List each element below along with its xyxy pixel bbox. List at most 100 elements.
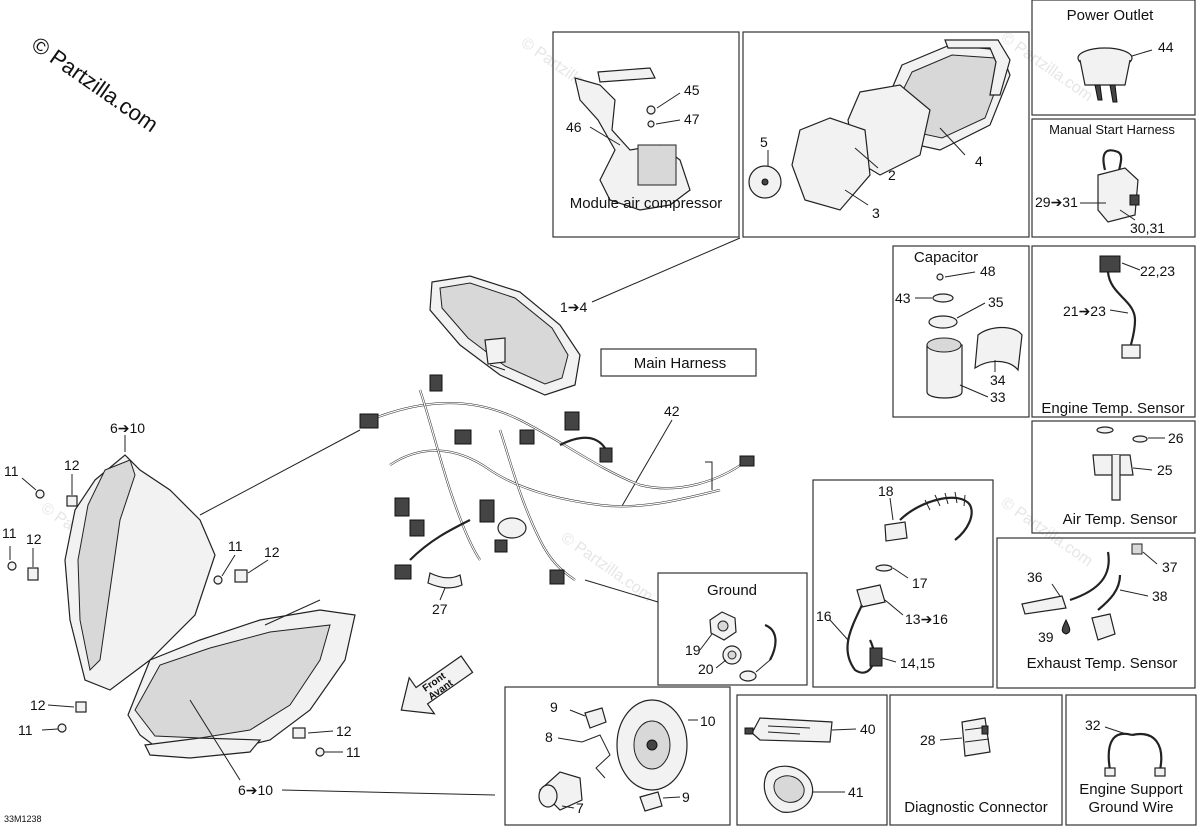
callout-38: 38	[1152, 588, 1168, 604]
box-frame	[736, 694, 888, 826]
callout-10: 10	[700, 713, 716, 729]
callout-12-b: 12	[26, 531, 42, 547]
screw-icon	[646, 105, 656, 115]
right-headlamp-lens-icon	[134, 624, 331, 739]
callout-18: 18	[878, 483, 894, 499]
box-frame	[812, 479, 994, 688]
callout-29-31: 29➔31	[1035, 194, 1078, 210]
screw-icon	[7, 561, 17, 571]
callout-48: 48	[980, 263, 996, 279]
callout-6-10-top: 6➔10	[110, 420, 145, 436]
box-title-ground-wire-line1: Engine Support	[1079, 781, 1183, 798]
copyright-label: © Partzilla.com	[27, 32, 163, 138]
manual-start-connector-icon	[1097, 167, 1139, 223]
gauge-bezel-icon	[791, 117, 871, 211]
box-grease-clamp: 40 41	[736, 694, 888, 826]
connector-8-icon	[564, 411, 580, 431]
sensor-body-icon	[856, 584, 886, 608]
callout-7: 7	[576, 800, 584, 816]
callout-41: 41	[848, 784, 864, 800]
box-power-outlet: Power Outlet 44	[1031, 0, 1196, 116]
screw-icon	[315, 747, 325, 757]
box-title-diagnostic: Diagnostic Connector	[904, 799, 1047, 816]
screw-icon	[35, 489, 45, 499]
leader-1-4	[591, 237, 741, 303]
ground-wire-icon	[764, 623, 777, 661]
box-frame	[552, 31, 740, 238]
harness-relay-icon	[497, 517, 527, 539]
power-outlet-pins-icon	[1094, 84, 1118, 103]
drop-icon	[1061, 618, 1071, 635]
latch-icon	[981, 725, 989, 735]
leader-ground	[584, 579, 659, 603]
exhaust-wire-icon	[1069, 551, 1110, 602]
callout-12-c: 12	[264, 544, 280, 560]
connector-icon	[884, 521, 908, 542]
exhaust-probe-icon	[1021, 595, 1067, 615]
screw-icon	[213, 575, 223, 585]
callout-11-b: 11	[2, 525, 17, 541]
callout-9-bottom: 9	[682, 789, 690, 805]
box-frame	[1065, 694, 1197, 826]
callout-19: 19	[685, 642, 701, 658]
callout-33: 33	[990, 389, 1006, 405]
capacitor-top-icon	[926, 337, 962, 353]
box-frame	[1031, 118, 1196, 238]
headlamp-trim-icon	[144, 737, 262, 759]
callout-12-e: 12	[336, 723, 352, 739]
clip-icon	[1131, 543, 1143, 555]
capacitor-body-icon	[926, 344, 963, 399]
reflector-center-icon	[646, 739, 658, 751]
callout-37: 37	[1162, 559, 1178, 575]
clamp-inner-icon	[773, 775, 805, 803]
callout-43: 43	[895, 290, 911, 306]
callout-13-16: 13➔16	[905, 611, 948, 627]
tube-cap-icon	[744, 727, 754, 735]
sensor-wire-icon	[1106, 271, 1137, 351]
screw-icon	[57, 723, 67, 733]
box-frame	[892, 245, 1030, 418]
callout-45: 45	[684, 82, 700, 98]
box-manual-start-harness: Manual Start Harness 29➔31 30,31	[1031, 118, 1196, 238]
manual-start-plug-icon	[1129, 194, 1140, 206]
callout-17: 17	[912, 575, 928, 591]
box-ground: Ground 19 20	[657, 572, 808, 686]
callout-1-4: 1➔4	[560, 299, 588, 315]
air-sensor-stem-icon	[1111, 455, 1121, 501]
callout-44: 44	[1158, 39, 1174, 55]
front-arrow-icon	[400, 655, 474, 715]
box-frame	[1031, 245, 1196, 418]
box-frame	[1031, 0, 1196, 116]
connector-7-icon	[519, 429, 535, 445]
callout-3: 3	[872, 205, 880, 221]
front-arrow: Front Avant	[400, 655, 474, 715]
callout-36: 36	[1027, 569, 1043, 585]
connector-4-icon	[394, 564, 412, 580]
callout-11-d: 11	[18, 722, 33, 738]
callout-12-a: 12	[64, 457, 80, 473]
box-capacitor: Capacitor 48 43 35 34 33	[892, 245, 1030, 418]
box-title-ground-wire-line2: Ground Wire	[1088, 799, 1173, 816]
connector-3-icon	[409, 519, 425, 537]
boot2-icon	[639, 791, 663, 812]
callout-47: 47	[684, 111, 700, 127]
box-frame	[742, 31, 1030, 238]
instrument-cluster-detail-icon	[439, 282, 569, 385]
callout-25: 25	[1157, 462, 1173, 478]
box-title-air-temp: Air Temp. Sensor	[1063, 511, 1178, 528]
main-assembly: 1➔4 Main Harness 42	[2, 237, 757, 798]
callout-8: 8	[545, 729, 553, 745]
hose-icon	[427, 572, 463, 589]
callout-2: 2	[888, 167, 896, 183]
box-title-capacitor: Capacitor	[914, 249, 978, 266]
connector-11-icon	[549, 569, 565, 585]
callout-30-31: 30,31	[1130, 220, 1165, 236]
leader-6-10-bottom-up	[264, 599, 321, 626]
box-headlamp-bulb: 9 10 8 7 9	[504, 686, 731, 826]
oring-icon	[1096, 426, 1114, 434]
clip-nut-icon	[234, 569, 248, 583]
harness-wire-3-icon	[418, 389, 481, 561]
callout-32: 32	[1085, 717, 1101, 733]
